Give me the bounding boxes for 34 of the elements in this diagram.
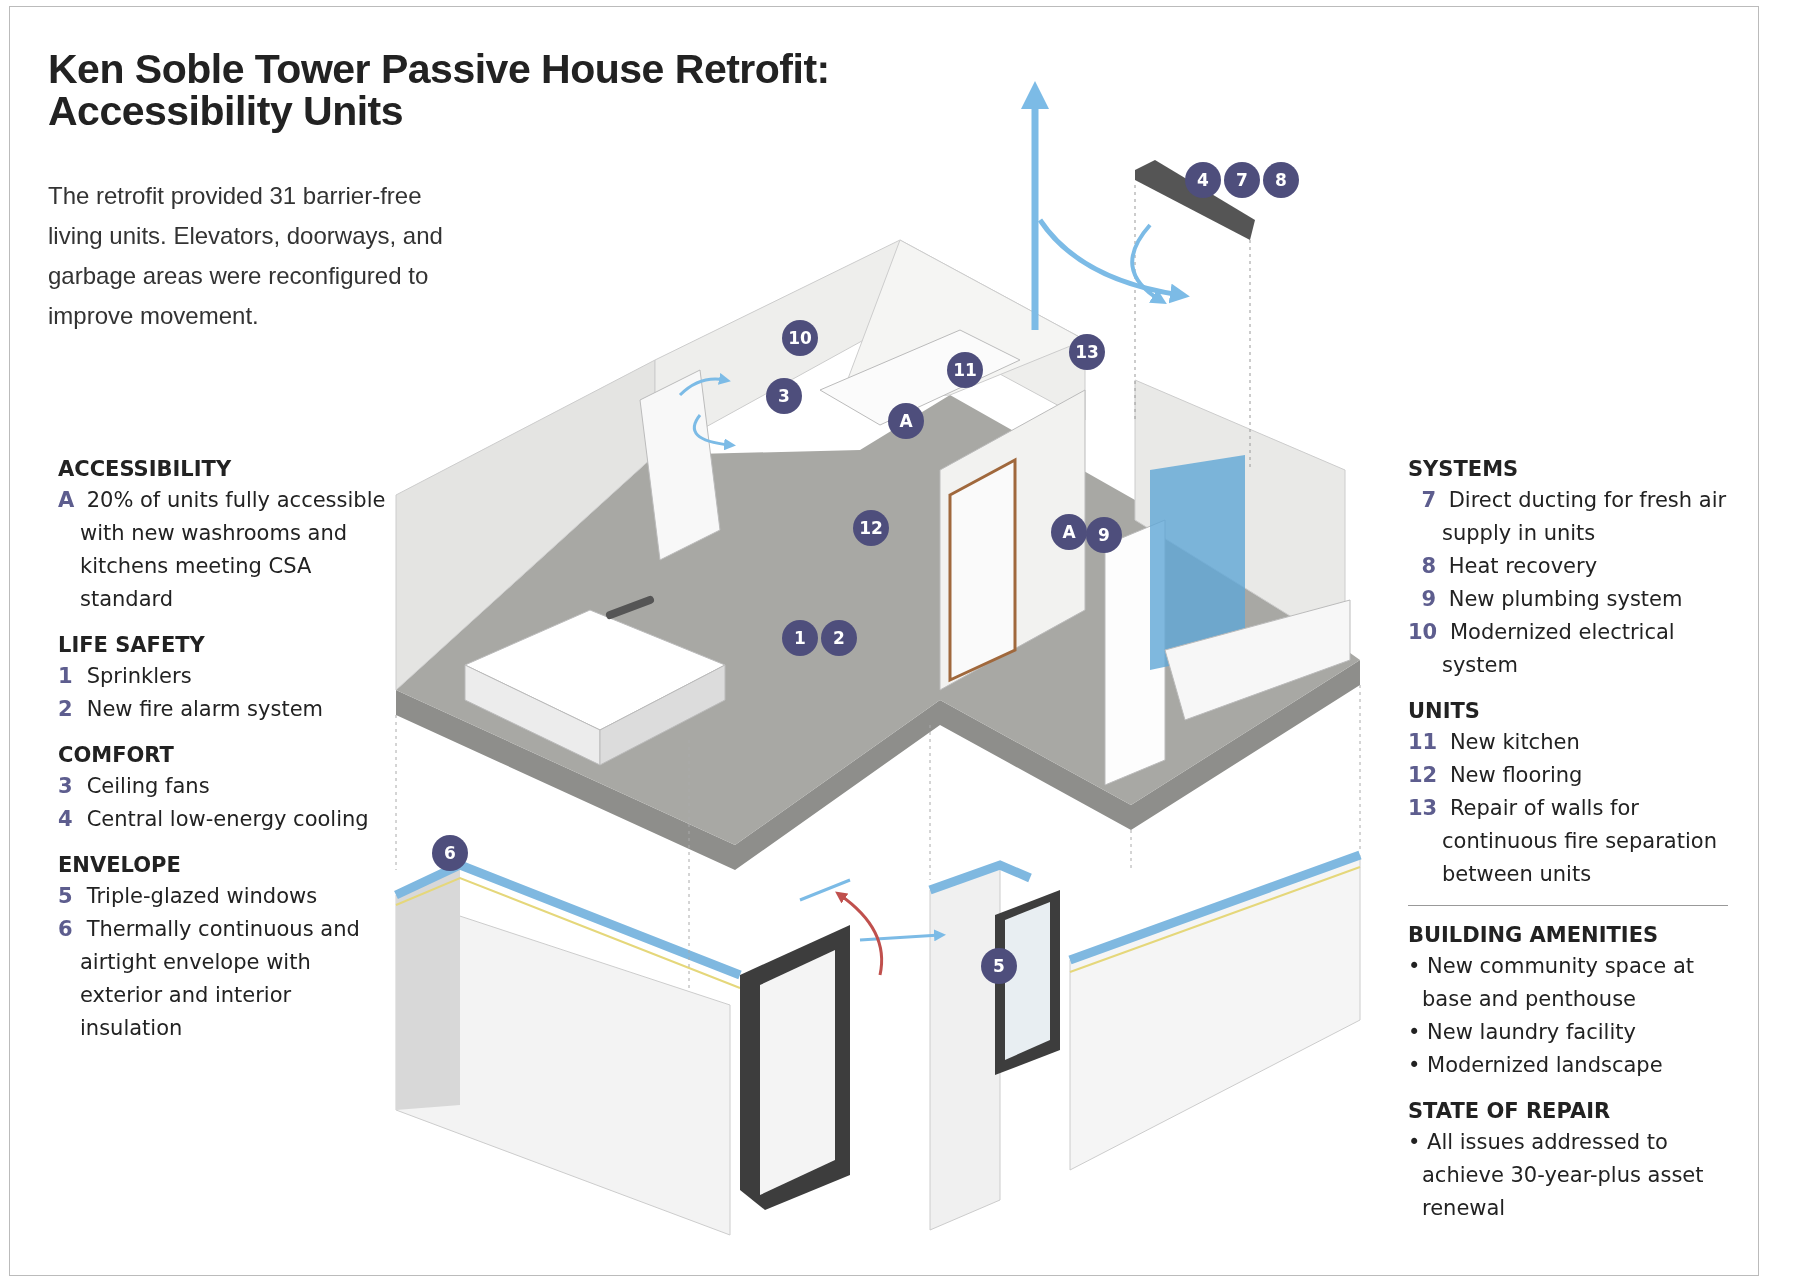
callout-number: 8 [1263,162,1299,198]
section-heading: ENVELOPE [58,852,182,879]
bullet-item: • New laundry facility [1408,1019,1637,1046]
key-item: 3 Ceiling fans [58,773,211,800]
key-item: 10 Modernized electrical system [1408,619,1676,679]
callout-number: 3 [766,378,802,414]
key-item: 4 Central low-energy cooling [58,806,370,833]
section-heading: LIFE SAFETY [58,632,206,659]
key-item: 2 New fire alarm system [58,696,325,723]
section-heading: UNITS [1408,698,1481,725]
key-item: A 20% of units fully accessible with new washrooms and kitchens meeting CSA standard [58,487,387,613]
section-heading: COMFORT [58,742,175,769]
key-item: 1 Sprinklers [58,663,193,690]
callout-number: 13 [1069,334,1105,370]
key-item: 5 Triple-glazed windows [58,883,319,910]
callout-number: 4 [1185,162,1221,198]
callout-number: 7 [1224,162,1260,198]
key-item: 11 New kitchen [1408,729,1581,756]
bullet-item: • New community space at base and penthouse [1408,953,1696,1013]
key-item: 12 New flooring [1408,762,1584,789]
section-heading: BUILDING AMENITIES [1408,922,1660,949]
key-item: 13 Repair of walls for continuous fire separation between units [1408,795,1718,888]
key-item: 6 Thermally continuous and airtight envelope with exterior and interior insulation [58,916,361,1042]
section-heading: SYSTEMS [1408,456,1520,483]
section-heading: ACCESSIBILITY [58,456,233,483]
callout-number: 6 [432,835,468,871]
key-item: 9 New plumbing system [1420,586,1684,613]
section-heading: STATE OF REPAIR [1408,1098,1612,1125]
title: Ken Soble Tower Passive House Retrofit: Accessibility Units [48,48,831,132]
bullet-item: • All issues addressed to achieve 30-year-plus asset renewal [1408,1129,1705,1222]
bullet-item: • Modernized landscape [1408,1052,1664,1079]
key-item: 7 Direct ducting for fresh air supply in units [1420,487,1728,547]
intro-text: The retrofit provided 31 barrier-free living units. Elevators, doorways, and garbage areas were reconfigured to improve movement. [48,181,444,331]
key-item: 8 Heat recovery [1420,553,1599,580]
